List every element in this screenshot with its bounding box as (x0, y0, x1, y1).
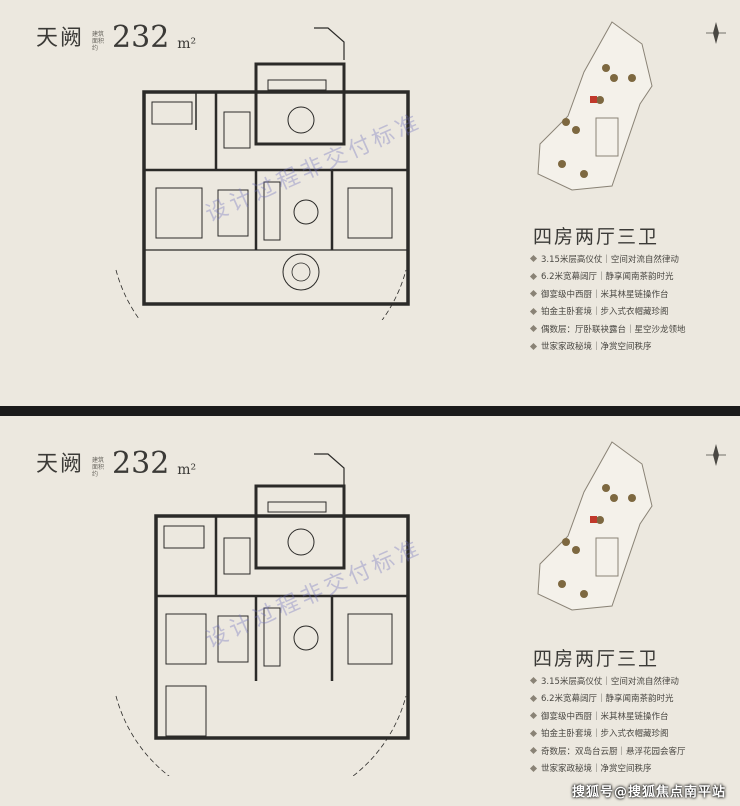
feature-item: 6.2米宽幕阔厅｜静享闻南茶韵时光 (529, 268, 686, 286)
feature-item: 偶数层：厅卧联袂露台｜星空沙龙领地 (529, 320, 686, 338)
kitchen-wall (254, 62, 346, 146)
compass-icon (704, 440, 728, 472)
panel-divider (0, 406, 740, 416)
feature-item: 世家家政秘境｜净赏空间秩序 (529, 760, 686, 778)
area-note: 建筑面积约 (92, 31, 105, 52)
feature-item: 3.15米层高仪仗｜空间对流自然律动 (529, 672, 686, 690)
unit-title: 天阙 建筑面积约 232 m² (36, 20, 197, 55)
exterior-wall (142, 90, 410, 306)
balcony-arc (115, 269, 407, 320)
feature-item: 奇数层：双岛台云厨｜悬浮花园会客厅 (529, 742, 686, 760)
area-unit: m² (177, 462, 197, 478)
area-note: 建筑面积约 (92, 457, 105, 478)
unit-area: 232 (112, 446, 170, 481)
compass-icon (704, 18, 728, 50)
unit-area: 232 (112, 20, 170, 55)
floor-plan-drawing (115, 453, 410, 776)
feature-item: 铂金主卧套境｜步入式衣帽藏珍阁 (529, 303, 686, 321)
feature-item: 铂金主卧套境｜步入式衣帽藏珍阁 (529, 725, 686, 743)
floor-plan-drawing (115, 27, 410, 320)
unit-title: 天阙 建筑面积约 232 m² (36, 446, 197, 481)
unit-name: 天阙 (36, 26, 85, 51)
room-type-label: 四房两厅三卫 (533, 648, 660, 670)
floorplan-panel-bottom: 天阙 建筑面积约 232 m² 设计过程非交付标准 (0, 416, 740, 806)
feature-item: 御宴级中西厨｜米其林星链操作台 (529, 707, 686, 725)
floorplan-panel-top: 天阙 建筑面积约 232 m² 设计 (0, 0, 740, 406)
feature-list: 3.15米层高仪仗｜空间对流自然律动 6.2米宽幕阔厅｜静享闻南茶韵时光 御宴级… (529, 672, 686, 778)
unit-name: 天阙 (36, 452, 85, 477)
feature-list: 3.15米层高仪仗｜空间对流自然律动 6.2米宽幕阔厅｜静享闻南茶韵时光 御宴级… (529, 250, 686, 356)
feature-item: 6.2米宽幕阔厅｜静享闻南茶韵时光 (529, 690, 686, 708)
room-type-label: 四房两厅三卫 (533, 226, 660, 248)
source-credit: 搜狐号@搜狐焦点南平站 (571, 785, 726, 800)
site-map (537, 441, 653, 611)
location-marker (590, 516, 597, 523)
feature-item: 御宴级中西厨｜米其林星链操作台 (529, 285, 686, 303)
feature-item: 3.15米层高仪仗｜空间对流自然律动 (529, 250, 686, 268)
stair-outline (314, 27, 345, 60)
site-map (537, 21, 653, 191)
area-unit: m² (177, 36, 197, 52)
location-marker (590, 96, 597, 103)
feature-item: 世家家政秘境｜净赏空间秩序 (529, 338, 686, 356)
